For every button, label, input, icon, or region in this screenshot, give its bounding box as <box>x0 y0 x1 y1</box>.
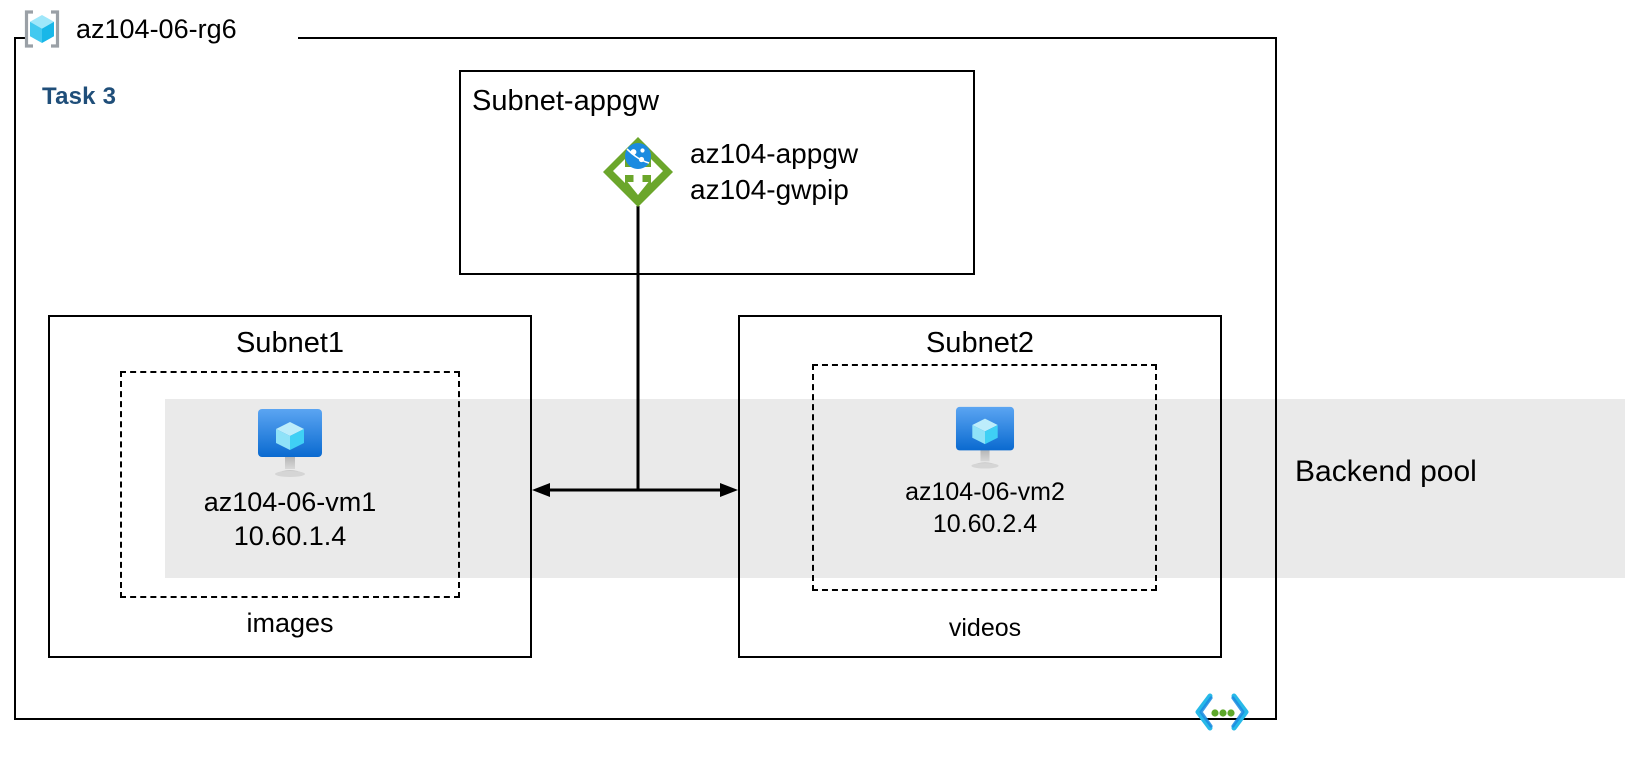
resource-group-frame <box>14 37 1277 720</box>
virtual-machine-icon <box>247 409 333 484</box>
vm2-block: az104-06-vm2 10.60.2.4 <box>845 398 1125 540</box>
code-brackets-icon <box>1193 692 1251 732</box>
application-gateway-node: az104-appgw az104-gwpip <box>600 134 858 210</box>
resource-group-cube-icon <box>20 7 64 51</box>
subnet1-title: Subnet1 <box>235 327 345 359</box>
application-gateway-icon <box>600 134 676 210</box>
subnet2-group-label: videos <box>948 614 1022 642</box>
application-gateway-labels: az104-appgw az104-gwpip <box>690 136 858 209</box>
subnet1-box <box>48 315 532 658</box>
subnet1-vm-group-boundary <box>120 371 460 598</box>
appgw-name: az104-appgw <box>690 137 859 169</box>
resource-group-header: az104-06-rg6 <box>20 5 237 53</box>
vm1-block: az104-06-vm1 10.60.1.4 <box>150 400 430 553</box>
vm2-ip: 10.60.2.4 <box>932 509 1038 538</box>
subnet1-group-label: images <box>246 608 334 638</box>
backend-pool-band <box>165 399 1625 578</box>
subnet2-title: Subnet2 <box>925 327 1035 359</box>
vm1-name: az104-06-vm1 <box>203 487 377 517</box>
task-label: Task 3 <box>42 83 117 110</box>
resource-group-title-gap <box>28 26 298 50</box>
vm2-name: az104-06-vm2 <box>905 478 1065 506</box>
backend-pool-label: Backend pool <box>1295 455 1477 488</box>
subnet-appgw-title: Subnet-appgw <box>472 85 660 117</box>
subnet2-box <box>738 315 1222 658</box>
resource-group-name: az104-06-rg6 <box>76 13 237 44</box>
virtual-machine-icon <box>946 406 1024 476</box>
vm1-ip: 10.60.1.4 <box>233 521 347 552</box>
appgw-public-ip-name: az104-gwpip <box>690 174 849 205</box>
subnet-appgw-box <box>459 70 975 275</box>
subnet2-vm-group-boundary <box>812 364 1157 591</box>
